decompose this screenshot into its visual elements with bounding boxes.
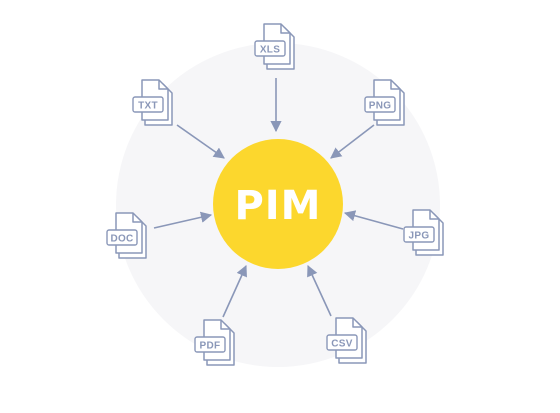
arrow-txt-to-pim [176,124,225,159]
file-icon-txt: TXT [132,79,173,126]
file-xls-tag [254,40,286,57]
arrow-png-to-pim [330,124,375,159]
arrow-doc-to-pim [153,211,213,229]
file-doc-fold [132,213,142,223]
file-pdf-label: PDF [200,341,221,352]
file-icon-csv: CSV [326,317,367,364]
file-csv-fold [352,318,362,328]
arrows-layer [153,78,404,318]
file-txt-label: TXT [138,101,158,112]
file-jpg-tag [403,226,435,243]
file-jpg-label: JPG [409,231,430,242]
file-icon-doc: DOC [106,212,147,259]
file-png-tag [364,96,396,113]
file-png-fold [390,80,400,90]
file-icon-pdf: PDF [194,319,235,366]
file-txt-fold [158,80,168,90]
file-png-label: PNG [369,101,392,112]
file-pdf-tag [194,336,226,353]
file-icon-xls: XLS [254,23,295,70]
file-csv-tag [326,334,358,351]
file-csv-label: CSV [331,339,352,350]
pim-hub [213,139,343,269]
file-doc-label: DOC [110,234,133,245]
file-xls-label: XLS [260,45,280,56]
arrow-jpg-to-pim [343,210,404,230]
file-xls-fold [280,24,290,34]
pim-hub-label: PIM [234,183,321,229]
file-jpg-fold [429,210,439,220]
arrow-csv-to-pim [307,264,332,317]
file-icon-png: PNG [364,79,405,126]
file-doc-tag [106,229,138,246]
file-txt-tag [132,96,164,113]
file-pdf-fold [220,320,230,330]
file-icon-jpg: JPG [403,209,444,256]
file-icons-layer: XLS PNG JPG CSV PDF DOC TXT [106,23,444,366]
arrow-pdf-to-pim [222,264,247,318]
